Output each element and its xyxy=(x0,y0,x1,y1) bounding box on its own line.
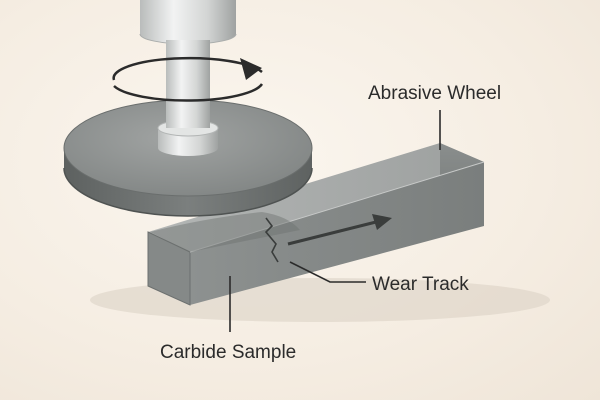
wear-track-crack xyxy=(264,217,279,263)
abrasive-wheel-label: Abrasive Wheel xyxy=(368,83,501,104)
spindle-shaft xyxy=(139,0,237,156)
spindle-housing xyxy=(140,0,236,44)
rotation-arc-front xyxy=(113,83,264,102)
track-label-leader xyxy=(289,261,366,283)
direction-arrowhead xyxy=(372,214,392,230)
rotation-arrow-icon xyxy=(112,56,264,102)
rotation-arrowhead xyxy=(240,58,262,80)
wear-track-label: Wear Track xyxy=(372,274,469,295)
sample-front-edge xyxy=(147,231,191,306)
sample-side-face xyxy=(190,162,484,305)
sample-front-face xyxy=(148,232,190,305)
sample-top-edge-highlight xyxy=(189,161,485,253)
wheel-bottom-edge xyxy=(63,167,313,217)
wheel-contact-shadow xyxy=(150,212,300,252)
carbide-sample xyxy=(147,143,485,306)
spindle-rod-lower xyxy=(166,110,210,128)
carbide-sample-label: Carbide Sample xyxy=(160,342,296,363)
direction-arrow-shaft xyxy=(287,220,377,246)
direction-arrow-icon xyxy=(287,214,392,246)
sample-top-face xyxy=(148,143,484,252)
